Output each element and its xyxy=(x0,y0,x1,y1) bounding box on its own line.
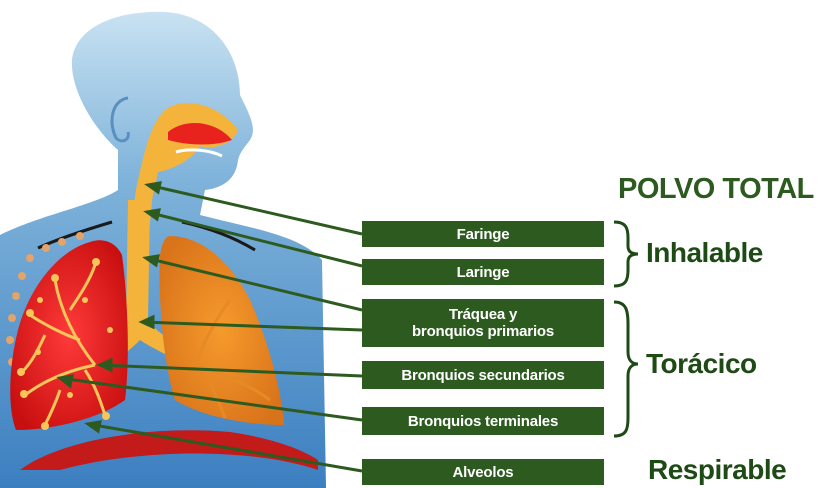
category-respirable: Respirable xyxy=(648,454,786,486)
polvo-total-title: POLVO TOTAL xyxy=(618,173,814,206)
label-laringe: Laringe xyxy=(362,259,604,285)
category-toracico: Torácico xyxy=(646,348,757,380)
label-bronquios-secundarios: Bronquios secundarios xyxy=(362,361,604,389)
label-traquea-line2: bronquios primarios xyxy=(412,323,554,340)
label-bronquios-terminales: Bronquios terminales xyxy=(362,407,604,435)
label-bronquios-terminales-text: Bronquios terminales xyxy=(408,413,558,430)
brace-inhalable xyxy=(614,222,638,286)
label-bronquios-secundarios-text: Bronquios secundarios xyxy=(401,367,564,384)
label-traquea: Tráquea y bronquios primarios xyxy=(362,299,604,347)
label-traquea-line1: Tráquea y xyxy=(449,306,517,323)
label-faringe-text: Faringe xyxy=(457,226,510,243)
label-laringe-text: Laringe xyxy=(457,264,510,281)
label-alveolos: Alveolos xyxy=(362,459,604,485)
label-faringe: Faringe xyxy=(362,221,604,247)
label-alveolos-text: Alveolos xyxy=(453,464,514,481)
brace-toracico xyxy=(614,302,638,436)
category-inhalable: Inhalable xyxy=(646,237,763,269)
